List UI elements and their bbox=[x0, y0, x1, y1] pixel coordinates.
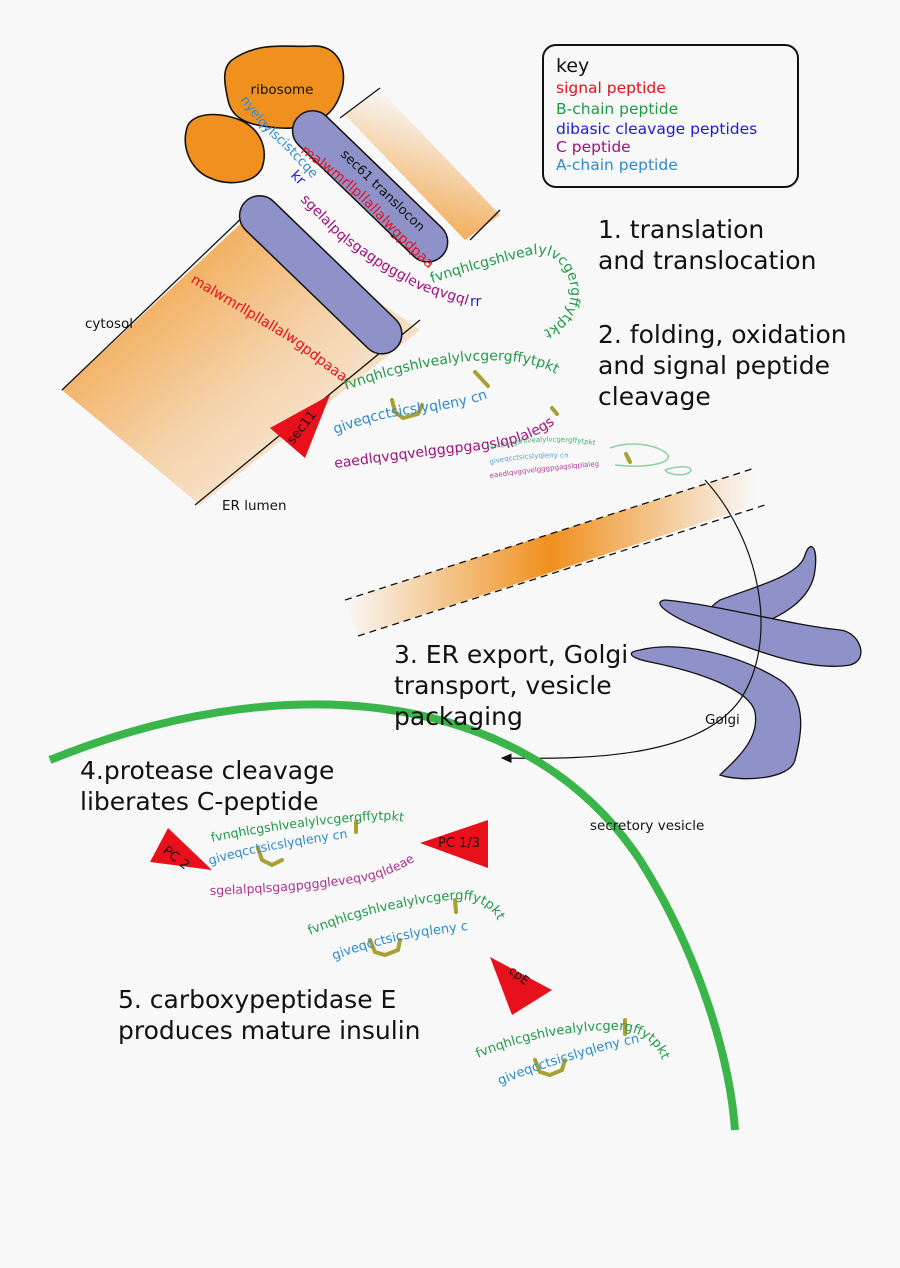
seq-achain-2: giveqcctsicslyqleny cn bbox=[331, 387, 489, 438]
disulfide-bonds bbox=[256, 370, 632, 1078]
key-b-chain-peptide: B-chain peptide bbox=[556, 100, 678, 118]
step3-line2: transport, vesicle bbox=[394, 671, 612, 700]
step4-line1: 4.protease cleavage bbox=[80, 756, 334, 785]
pc13-label: PC 1/3 bbox=[438, 836, 480, 851]
step1-line2: and translocation bbox=[598, 246, 816, 275]
ribosome: ribosome bbox=[184, 45, 345, 184]
secretory-vesicle bbox=[48, 700, 739, 1131]
step2-line1: 2. folding, oxidation bbox=[598, 320, 847, 349]
seq-dibasic-rr-1: rr bbox=[470, 294, 482, 310]
step2-line3: cleavage bbox=[598, 382, 711, 411]
key-dibasic-cleavage-peptides: dibasic cleavage peptides bbox=[556, 120, 757, 138]
step5-line1: 5. carboxypeptidase E bbox=[118, 985, 396, 1014]
er-lumen-label: ER lumen bbox=[222, 498, 287, 514]
step3-line1: 3. ER export, Golgi bbox=[394, 640, 628, 669]
pc2-protease: PC 2 bbox=[150, 828, 212, 873]
key-a-chain-peptide: A-chain peptide bbox=[556, 156, 678, 174]
step2-line2: and signal peptide bbox=[598, 351, 830, 380]
step5-line2: produces mature insulin bbox=[118, 1016, 420, 1045]
step1-line1: 1. translation bbox=[598, 215, 764, 244]
key-signal-peptide: signal peptide bbox=[556, 79, 666, 97]
key-title: key bbox=[556, 55, 589, 77]
golgi-label: Golgi bbox=[705, 712, 740, 728]
pc13-protease: PC 1/3 bbox=[420, 820, 488, 868]
cpe-protease: cpE bbox=[490, 957, 552, 1015]
key-box: key signal peptide B-chain peptide dibas… bbox=[542, 44, 799, 188]
transport-tube bbox=[344, 467, 766, 637]
step4-line2: liberates C-peptide bbox=[80, 787, 319, 816]
key-c-peptide: C peptide bbox=[556, 138, 631, 156]
cytosol-label: cytosol bbox=[85, 316, 133, 332]
golgi: Golgi bbox=[630, 545, 862, 780]
transport-arrow bbox=[500, 479, 762, 763]
ribosome-label: ribosome bbox=[251, 82, 314, 98]
step3-line3: packaging bbox=[394, 702, 523, 731]
secretory-vesicle-label: secretory vesicle bbox=[590, 818, 704, 834]
